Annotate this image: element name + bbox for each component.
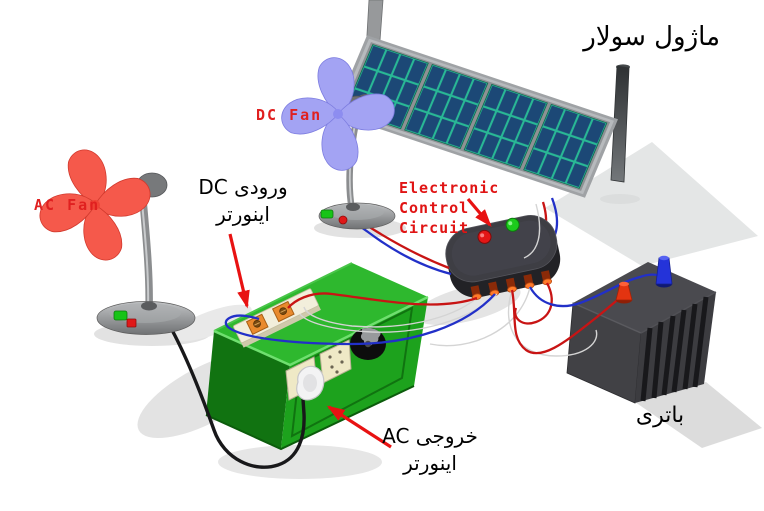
ac-fan-blades — [33, 143, 157, 267]
label-inverter-ac-output: خروجی AC اینورتر — [374, 423, 486, 477]
dc-fan-switch-green — [320, 209, 334, 219]
ac-fan-switch-green — [113, 310, 128, 321]
battery-terminal-positive — [615, 281, 633, 304]
label-inverter-ac-output-line1: خروجی AC — [382, 424, 478, 448]
arrow-to-ac-output — [326, 405, 392, 449]
dc-fan-switch-red — [338, 215, 348, 225]
label-inverter-dc-input-line2: اینورتر — [216, 202, 270, 226]
dc-fan-blades — [277, 53, 399, 175]
solar-panel-cells — [344, 44, 608, 189]
label-dc-fan: DC Fan — [256, 106, 323, 124]
dc-fan-illustration — [277, 53, 399, 230]
label-solar-module: ماژول سولار — [583, 22, 720, 52]
label-control-circuit-line3: Circuit — [399, 219, 470, 237]
label-inverter-ac-output-line2: اینورتر — [403, 451, 457, 475]
arrow-to-control-circuit — [466, 197, 492, 227]
ac-plug — [296, 365, 325, 401]
ac-fan-switch-red — [126, 318, 137, 328]
label-control-circuit: Electronic Control Circuit — [399, 178, 499, 238]
label-inverter-dc-input-line1: ورودی DC — [198, 175, 288, 199]
label-inverter-dc-input: ورودی DC اینورتر — [186, 174, 300, 228]
callout-arrows — [228, 197, 492, 449]
red-wires — [287, 214, 622, 355]
ac-power-cable — [170, 329, 306, 469]
battery-illustration — [566, 262, 717, 404]
label-battery: باتری — [635, 403, 685, 428]
inverter-box — [205, 262, 429, 451]
solar-panel — [334, 35, 618, 198]
battery-fins — [640, 296, 709, 402]
label-control-circuit-line2: Control — [399, 199, 470, 217]
label-ac-fan: AC Fan — [34, 196, 101, 214]
ac-fan-illustration — [33, 143, 196, 335]
arrow-to-dc-input — [228, 233, 250, 309]
battery-terminal-negative — [655, 255, 673, 288]
gray-wires — [299, 203, 598, 357]
label-control-circuit-line1: Electronic — [399, 179, 500, 197]
